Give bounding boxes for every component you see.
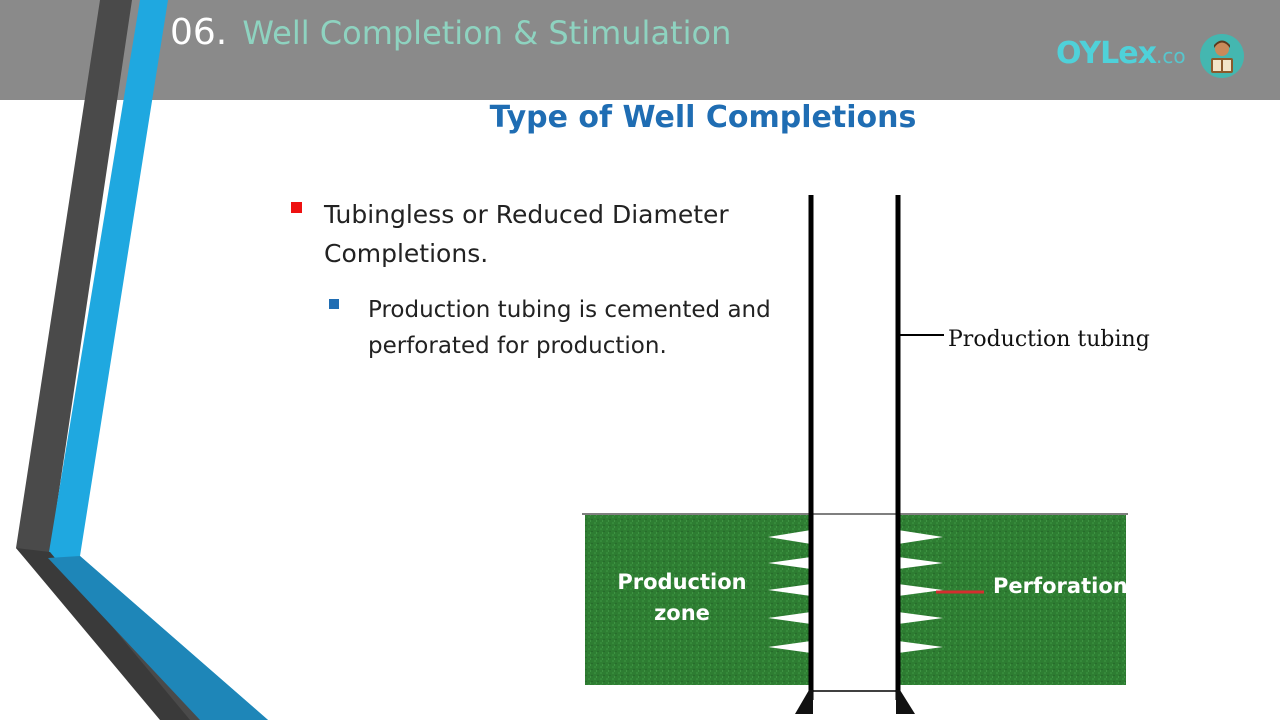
perforations-right (898, 530, 943, 653)
lower-blue-wedge (48, 556, 268, 720)
tubing-shoe-left (795, 690, 813, 714)
production-zone-label: Production zone (617, 570, 747, 625)
production-zone-left (585, 515, 811, 685)
bullet-marker (291, 202, 302, 213)
well-completion-diagram (582, 195, 1128, 714)
tubing-shoe-right (896, 690, 915, 714)
logo-text: OYLex.co (1056, 36, 1186, 71)
logo-main: OYLex (1056, 36, 1157, 71)
dark-stripe (16, 0, 212, 720)
blue-stripe (48, 0, 268, 720)
section-number: 06. (170, 12, 228, 53)
section-title: 06. Well Completion & Stimulation (170, 12, 731, 62)
section-name: Well Completion & Stimulation (242, 14, 732, 52)
sub-bullet-marker (329, 299, 339, 309)
tubing-label: Production tubing (948, 327, 1150, 352)
perforation-label: Perforation (993, 574, 1128, 598)
bullet-text: Tubingless or Reduced Diameter Completio… (324, 200, 729, 268)
reader-avatar-icon (1200, 34, 1244, 78)
logo-suffix: .co (1155, 44, 1186, 68)
slide-title: Type of Well Completions (489, 100, 917, 135)
sub-bullet-text: Production tubing is cemented and perfor… (368, 297, 771, 359)
perforations-left (768, 530, 811, 653)
logo: OYLex.co (1056, 34, 1246, 80)
header-bar (0, 0, 1280, 100)
production-zone-right (898, 515, 1126, 685)
lower-dark-wedge (16, 548, 190, 720)
